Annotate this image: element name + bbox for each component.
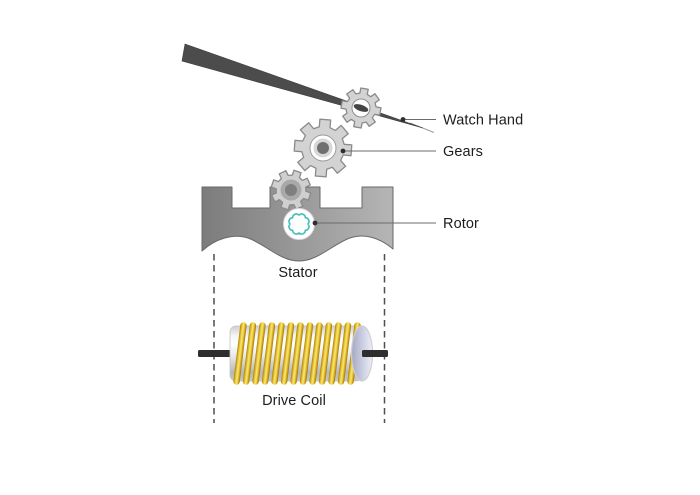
gear-middle-axle-dot: [317, 142, 329, 154]
label-drive-coil: Drive Coil: [262, 393, 326, 409]
label-watch-hand: Watch Hand: [443, 113, 523, 129]
coil-winding: [261, 322, 276, 385]
leader-dot-watch-hand: [400, 117, 406, 122]
coil-winding: [271, 322, 285, 385]
watch-hand-shape: [181, 43, 435, 133]
watch-hand-body: [181, 43, 424, 129]
drive-coil: [198, 322, 388, 385]
coil-axle-left: [198, 350, 234, 357]
coil-axle-right: [362, 350, 388, 357]
gear-top: [340, 87, 382, 129]
gear-small-axle-dot: [285, 184, 297, 196]
label-gears: Gears: [443, 144, 483, 160]
rotor-magnet: [288, 213, 310, 235]
coil-winding: [337, 322, 352, 385]
gear-middle: [293, 118, 353, 178]
alignment-lines: [213, 254, 386, 423]
coil-winding: [299, 322, 314, 385]
leader-lines: [315, 118, 436, 224]
coil-winding: [252, 322, 266, 385]
coil-winding: [280, 322, 295, 385]
label-stator: Stator: [278, 265, 317, 281]
coil-winding: [309, 322, 323, 385]
label-rotor: Rotor: [443, 216, 479, 232]
leader-dot-rotor: [312, 220, 318, 226]
coil-winding: [242, 322, 257, 385]
gear-small: [270, 169, 312, 211]
coil-winding: [290, 322, 304, 385]
coil-winding: [318, 322, 333, 385]
leader-dots: [312, 117, 406, 226]
leader-dot-gears: [340, 148, 346, 154]
gear-top-hand-hub: [353, 104, 369, 112]
rotor-shape: [283, 208, 315, 240]
coil-winding: [233, 322, 247, 385]
coil-winding: [328, 322, 342, 385]
